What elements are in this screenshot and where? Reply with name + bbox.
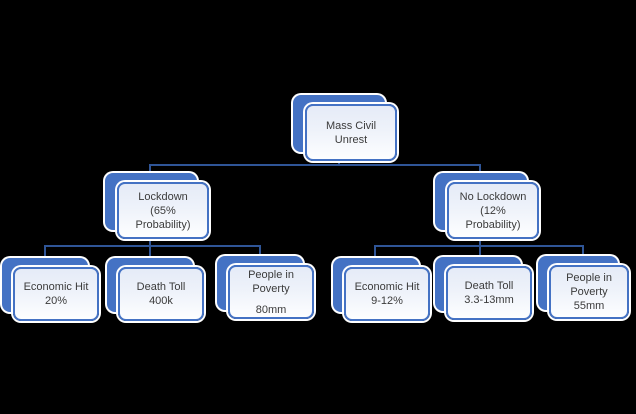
node-card: Economic Hit 9-12%: [344, 267, 430, 321]
node-text-line: Mass Civil: [325, 119, 377, 132]
node-economic-hit-9-12: Economic Hit 9-12%: [333, 258, 430, 321]
node-text-line: 55mm: [573, 300, 605, 312]
node-card: Economic Hit 20%: [13, 267, 99, 321]
node-text-line: Probability): [135, 218, 191, 231]
connector-to-poverty-80mm: [259, 246, 261, 257]
node-card: Death Toll 3.3-13mm: [446, 266, 532, 320]
node-text-line: People in: [248, 268, 294, 281]
connector-to-economic-hit-20: [44, 246, 46, 259]
node-text-line: Economic Hit: [23, 281, 89, 293]
node-text-line: Poverty: [252, 282, 290, 295]
node-text-line: 3.3-13mm: [464, 294, 514, 306]
node-card: Mass Civil Unrest: [305, 104, 397, 161]
node-text-line: Lockdown: [138, 190, 188, 203]
node-card: People in Poverty 55mm: [549, 265, 629, 319]
node-economic-hit-20: Economic Hit 20%: [2, 258, 99, 321]
node-people-in-poverty-55mm: People in Poverty 55mm: [538, 256, 635, 319]
node-text-line: (12%: [480, 204, 506, 217]
node-text-line: Probability): [465, 218, 521, 231]
node-text-line: Death Toll: [136, 281, 186, 293]
node-card: No Lockdown (12% Probability): [447, 182, 539, 239]
node-lockdown: Lockdown (65% Probability): [105, 173, 209, 239]
node-no-lockdown: No Lockdown (12% Probability): [435, 173, 539, 239]
connector-to-lockdown: [149, 165, 151, 175]
connector-lockdown-stem: [149, 239, 151, 247]
node-text-line: 9-12%: [371, 295, 403, 307]
node-text-line: 20%: [44, 295, 68, 307]
node-text-line: Unrest: [334, 133, 368, 146]
connector-root-stem: [338, 157, 340, 166]
node-mass-civil-unrest: Mass Civil Unrest: [293, 95, 397, 161]
node-text-line: Economic Hit: [354, 281, 420, 293]
node-death-toll-3-13mm: Death Toll 3.3-13mm: [435, 257, 532, 320]
node-value-line: 80mm: [255, 303, 287, 316]
connector-to-economic-hit-9-12: [374, 246, 376, 259]
connector-level1-horizontal: [149, 164, 481, 166]
connector-left-horizontal: [44, 245, 261, 247]
connector-to-death-toll-400k: [149, 246, 151, 259]
node-card: Death Toll 400k: [118, 267, 204, 321]
node-text-line: 400k: [149, 295, 173, 307]
node-death-toll-400k: Death Toll 400k: [107, 258, 204, 321]
node-text-line: (65%: [150, 204, 176, 217]
node-people-in-poverty-80mm: People in Poverty 80mm: [217, 256, 314, 319]
connector-to-death-toll-3-13: [479, 246, 481, 259]
node-text-line: People in: [566, 272, 612, 284]
node-text-line: Poverty: [570, 286, 608, 298]
connector-to-no-lockdown: [479, 165, 481, 175]
node-text-line: No Lockdown: [459, 190, 527, 203]
node-text-line: Death Toll: [464, 280, 514, 292]
node-card: Lockdown (65% Probability): [117, 182, 209, 239]
node-card: People in Poverty 80mm: [228, 265, 314, 319]
connector-no-lockdown-stem: [479, 239, 481, 247]
connector-to-poverty-55mm: [582, 246, 584, 257]
